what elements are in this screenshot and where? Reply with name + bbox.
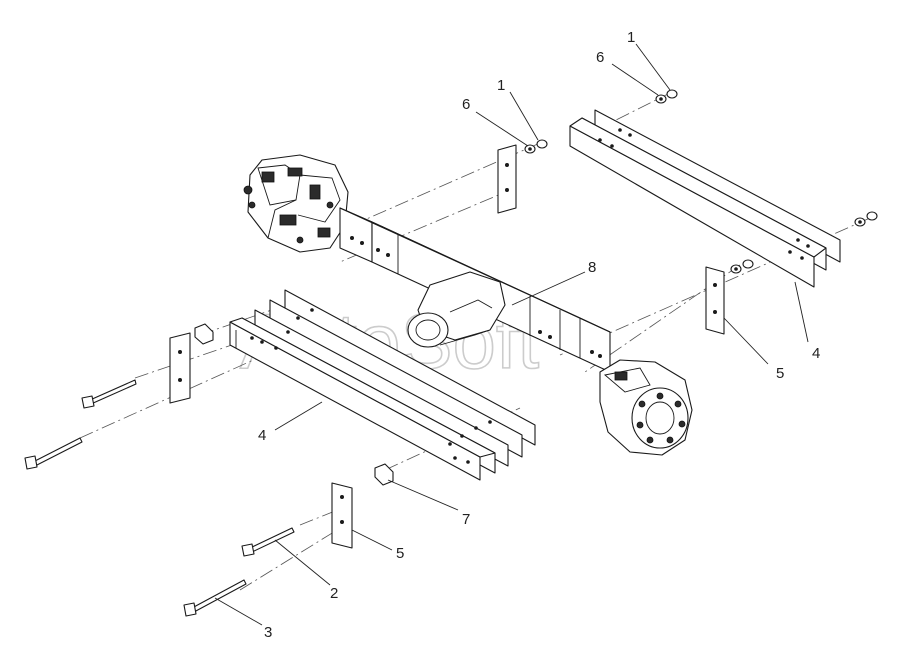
clamp-plates [169,144,725,549]
callout-6-right: 6 [596,49,604,66]
callout-2: 2 [330,585,338,602]
callout-1-left: 1 [497,77,505,94]
callout-4-left: 4 [258,427,266,444]
callout-5-left: 5 [396,545,404,562]
axle-beam [339,207,611,373]
left-hub-assembly [243,154,349,253]
left-spring-pack [229,289,536,481]
right-hub-assembly [599,359,693,456]
callout-1-right: 1 [627,29,635,46]
bolts [24,379,295,617]
spacer-bushings [194,323,394,486]
nuts-and-washers [524,89,878,274]
right-spring-pack [569,109,841,288]
callout-7: 7 [462,511,470,528]
callout-3: 3 [264,624,272,641]
callout-labels: 1 6 1 6 8 4 5 4 7 5 2 3 [258,29,820,641]
callout-4-right: 4 [812,345,820,362]
leader-lines [214,43,809,626]
callout-8: 8 [588,259,596,276]
callout-6-left: 6 [462,96,470,113]
callout-5-right: 5 [776,365,784,382]
